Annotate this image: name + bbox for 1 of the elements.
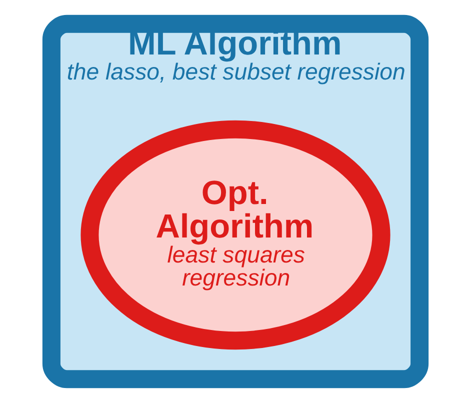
node-ellipse: Opt. Algorithm least squares regression: [80, 120, 390, 350]
